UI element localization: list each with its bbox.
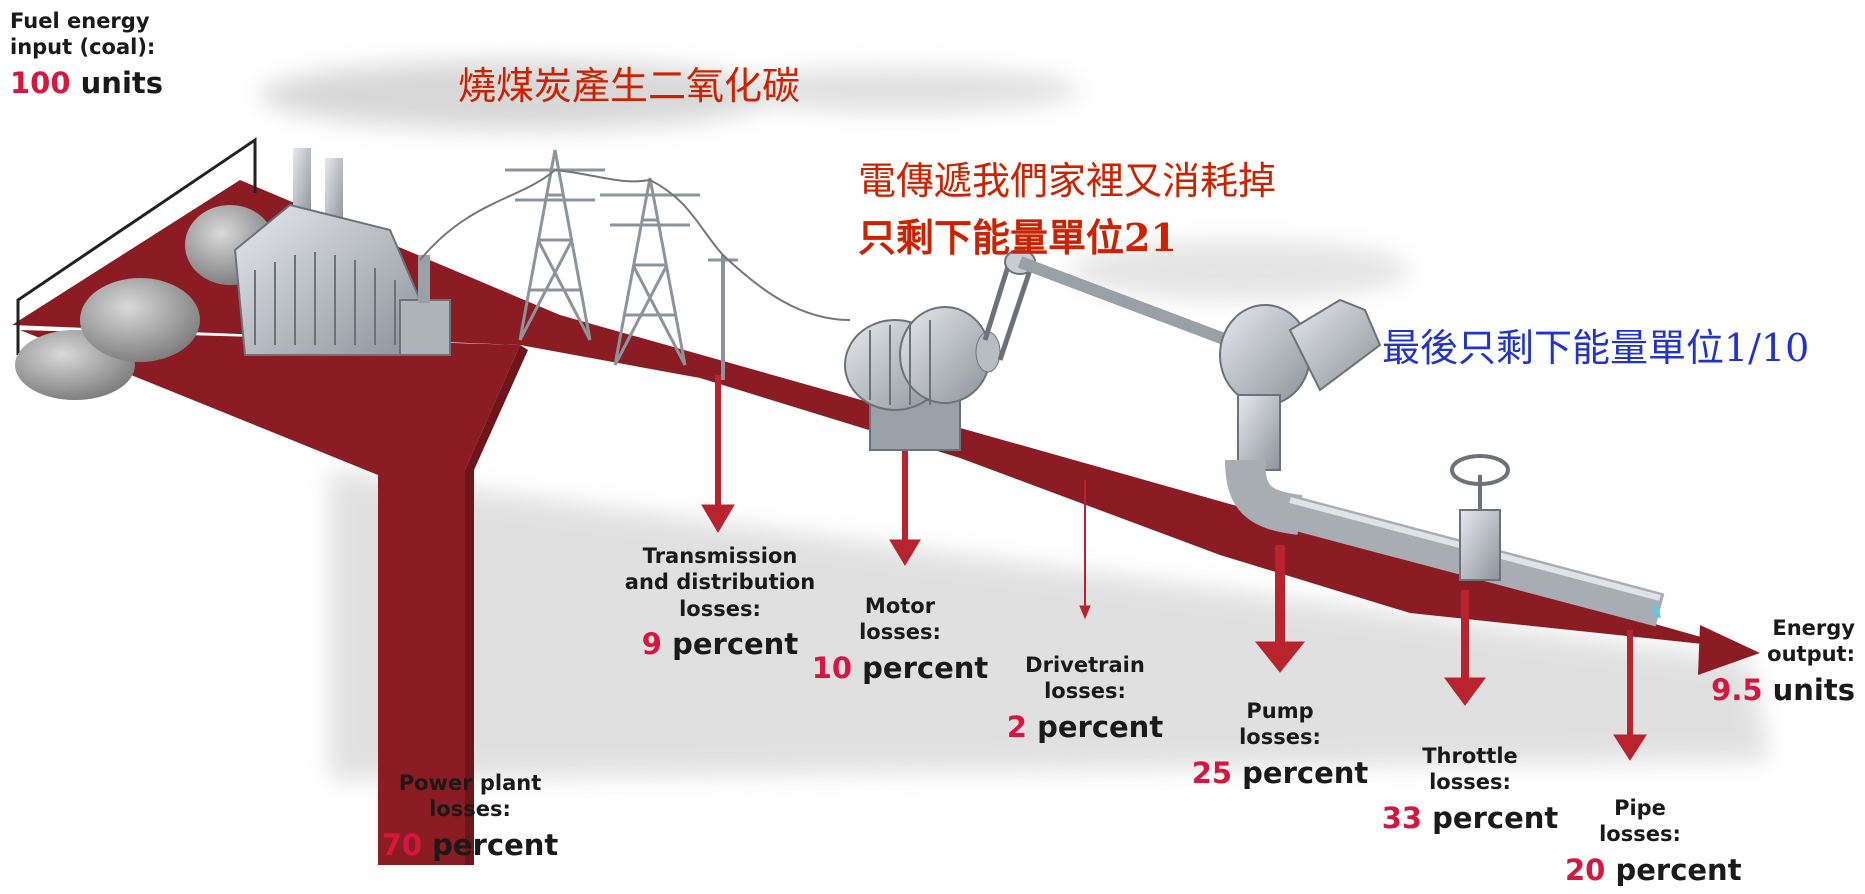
energy-output-caption-1: Energy — [1772, 616, 1855, 640]
drivetrain-icon — [982, 249, 1243, 361]
motor-loss-arrow — [889, 432, 921, 566]
throttle-loss-caption-1: Throttle — [1422, 744, 1518, 768]
throttle-loss-value: 33 percent — [1380, 800, 1560, 836]
annotation-burn-coal: 燒煤炭產生二氧化碳 — [458, 64, 801, 108]
motor-loss-caption-1: Motor — [864, 594, 936, 618]
transmission-loss-value: 9 percent — [620, 626, 820, 662]
drivetrain-loss-arrow — [1079, 480, 1091, 620]
fuel-input-label: Fuel energy input (coal): 100 units — [10, 8, 180, 101]
throttle-valve-icon — [1450, 454, 1510, 581]
pump-icon — [1219, 298, 1382, 535]
pipe-loss-caption-1: Pipe — [1614, 796, 1666, 820]
annotation-transmit-line2: 只剩下能量單位21 — [858, 215, 1177, 260]
transmission-loss-caption-3: losses: — [679, 596, 761, 621]
pump-loss-number: 25 — [1191, 755, 1233, 790]
transmission-tower-icon — [419, 149, 851, 380]
drivetrain-loss-caption-2: losses: — [1044, 679, 1126, 704]
fuel-input-number: 100 — [10, 65, 71, 100]
drivetrain-loss-number: 2 — [1006, 709, 1027, 744]
throttle-loss-label: Throttle losses: 33 percent — [1380, 743, 1560, 836]
fuel-input-value: 100 units — [10, 65, 180, 101]
motor-loss-unit: percent — [862, 650, 989, 685]
transmission-loss-caption-1: Transmission — [642, 544, 798, 568]
power-plant-loss-number: 70 — [381, 827, 423, 862]
pipe-loss-caption-2: losses: — [1599, 822, 1681, 847]
energy-output-label: Energy output: 9.5 units — [1680, 615, 1855, 708]
ground-shadow — [330, 470, 1770, 780]
motor-loss-label: Motor losses: 10 percent — [810, 593, 990, 686]
power-plant-loss-caption-1: Power plant — [398, 771, 542, 795]
power-plant-loss-unit: percent — [432, 827, 559, 862]
drivetrain-loss-unit: percent — [1037, 709, 1164, 744]
motor-loss-number: 10 — [811, 650, 853, 685]
annotation-final: 最後只剩下能量單位1/10 — [1382, 326, 1810, 370]
fuel-input-unit: units — [80, 65, 164, 100]
loss-arrows — [701, 375, 1647, 761]
power-plant-loss-value: 70 percent — [370, 827, 570, 863]
power-plant-loss-caption-2: losses: — [429, 797, 511, 822]
pipe-loss-value: 20 percent — [1565, 852, 1742, 888]
throttle-loss-unit: percent — [1432, 800, 1559, 835]
fuel-input-caption-2: input (coal): — [10, 35, 156, 60]
energy-output-value: 9.5 units — [1680, 672, 1855, 708]
output-arrowhead — [1698, 625, 1760, 675]
drivetrain-loss-value: 2 percent — [995, 709, 1175, 745]
transmission-loss-arrow — [701, 375, 735, 533]
throttle-loss-caption-2: losses: — [1429, 770, 1511, 795]
pump-loss-caption-1: Pump — [1246, 699, 1314, 723]
smoke-cloud — [260, 60, 1410, 300]
pump-loss-value: 25 percent — [1190, 755, 1370, 791]
drivetrain-loss-caption-1: Drivetrain — [1025, 653, 1145, 677]
transmission-loss-label: Transmission and distribution losses: 9 … — [620, 543, 820, 662]
power-plant-loss-band-shade — [465, 345, 528, 865]
pump-loss-unit: percent — [1242, 755, 1369, 790]
pipe-loss-unit: percent — [1615, 852, 1742, 887]
annotation-transmit-line1: 電傳遞我們家裡又消耗掉 — [858, 159, 1277, 203]
motor-loss-caption-2: losses: — [859, 620, 941, 645]
power-plant-loss-band — [20, 330, 520, 865]
motor-loss-value: 10 percent — [810, 650, 990, 686]
water-drop-icon — [1652, 604, 1661, 619]
coal-input — [15, 137, 275, 400]
power-plant-loss-label: Power plant losses: 70 percent — [370, 770, 570, 863]
transmission-loss-unit: percent — [672, 626, 799, 661]
pump-loss-arrow — [1254, 545, 1306, 673]
energy-output-unit: units — [1772, 672, 1855, 707]
energy-output-number: 9.5 — [1711, 672, 1763, 707]
pump-loss-label: Pump losses: 25 percent — [1190, 698, 1370, 791]
motor-icon — [844, 306, 1001, 451]
power-plant-icon — [233, 148, 451, 356]
throttle-loss-arrow — [1444, 590, 1486, 706]
energy-output-caption-2: output: — [1767, 642, 1855, 667]
throttle-loss-number: 33 — [1381, 800, 1423, 835]
pump-loss-caption-2: losses: — [1239, 725, 1321, 750]
pipe-loss-label: Pipe losses: 20 percent — [1565, 795, 1742, 888]
transmission-loss-number: 9 — [641, 626, 662, 661]
fuel-input-caption-1: Fuel energy — [10, 9, 150, 33]
pipe-loss-number: 20 — [1565, 852, 1606, 887]
drivetrain-loss-label: Drivetrain losses: 2 percent — [995, 652, 1175, 745]
transmission-loss-caption-2: and distribution — [624, 570, 816, 595]
pipe-loss-arrow — [1613, 630, 1647, 761]
